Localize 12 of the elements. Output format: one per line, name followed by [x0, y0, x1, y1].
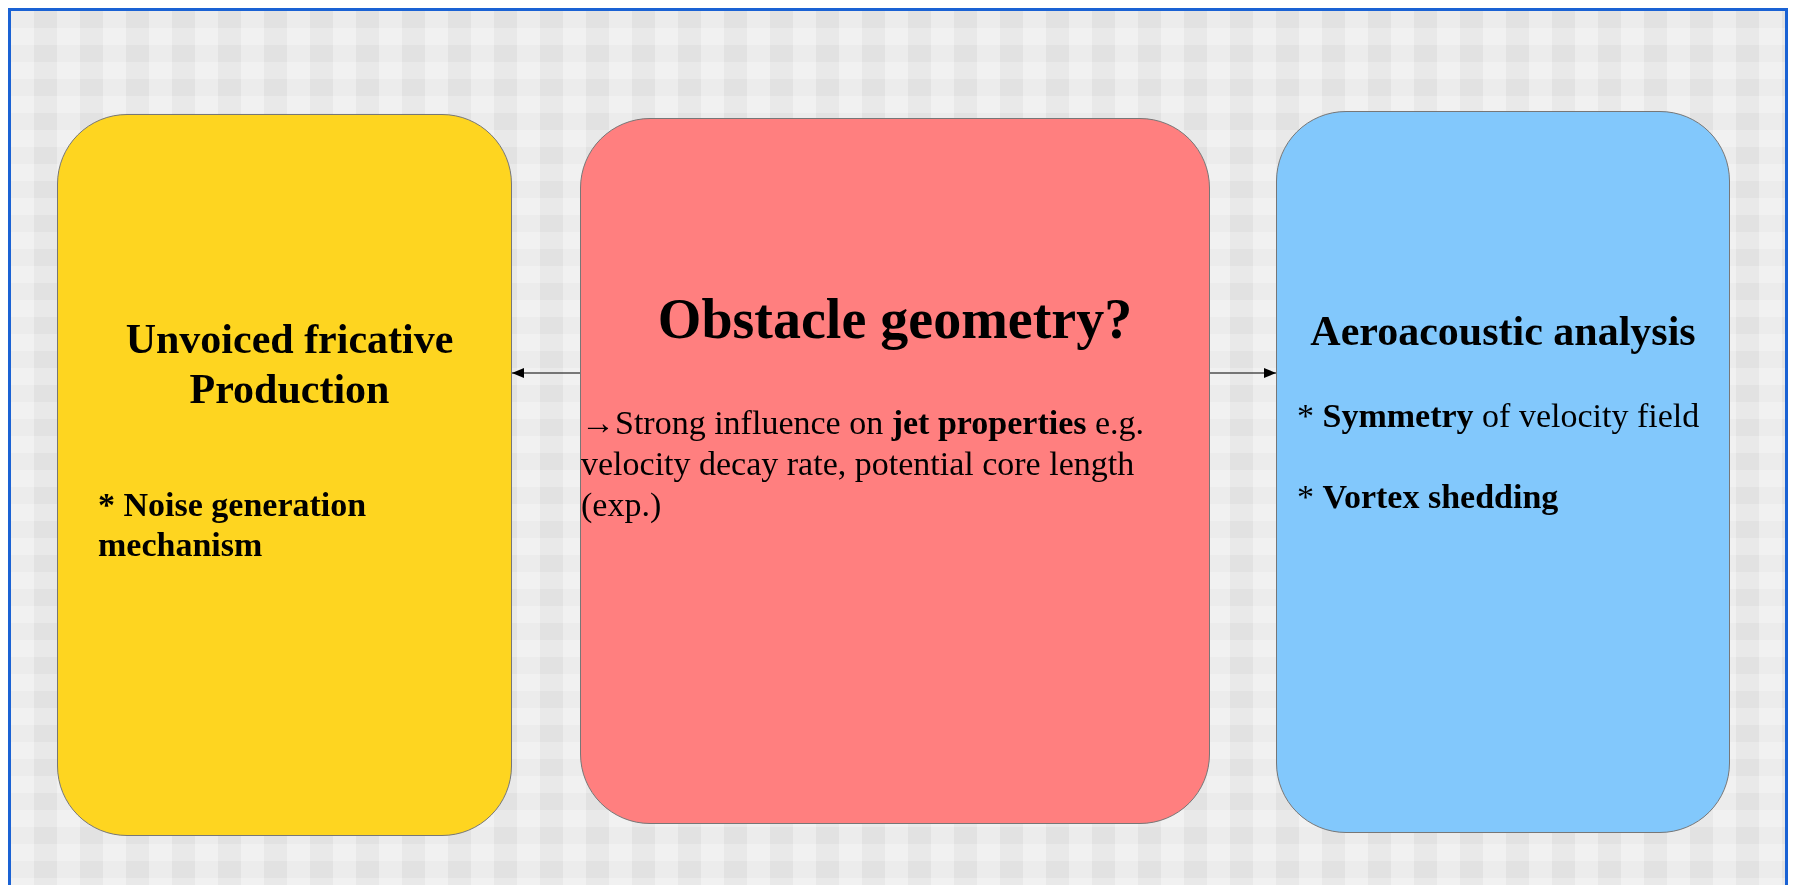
rounded-box — [580, 118, 1210, 824]
rounded-box — [1276, 111, 1730, 833]
box-heading: Obstacle geometry? — [656, 287, 1134, 353]
box-text: *Vortex shedding — [1297, 477, 1560, 518]
box-text: *Symmetry of velocity field — [1297, 396, 1701, 437]
box-heading: Aeroacoustic analysis — [1309, 307, 1697, 356]
box-heading: Unvoiced fricative Production — [124, 314, 455, 415]
box-text: →Strong influence on jet properties e.g. velocity decay rate, potential core length (exp.) — [581, 403, 1146, 525]
box-text: * Noise generation mechanism — [98, 484, 368, 566]
rounded-box — [57, 114, 512, 836]
arrow — [511, 368, 581, 378]
arrow — [1209, 368, 1277, 378]
